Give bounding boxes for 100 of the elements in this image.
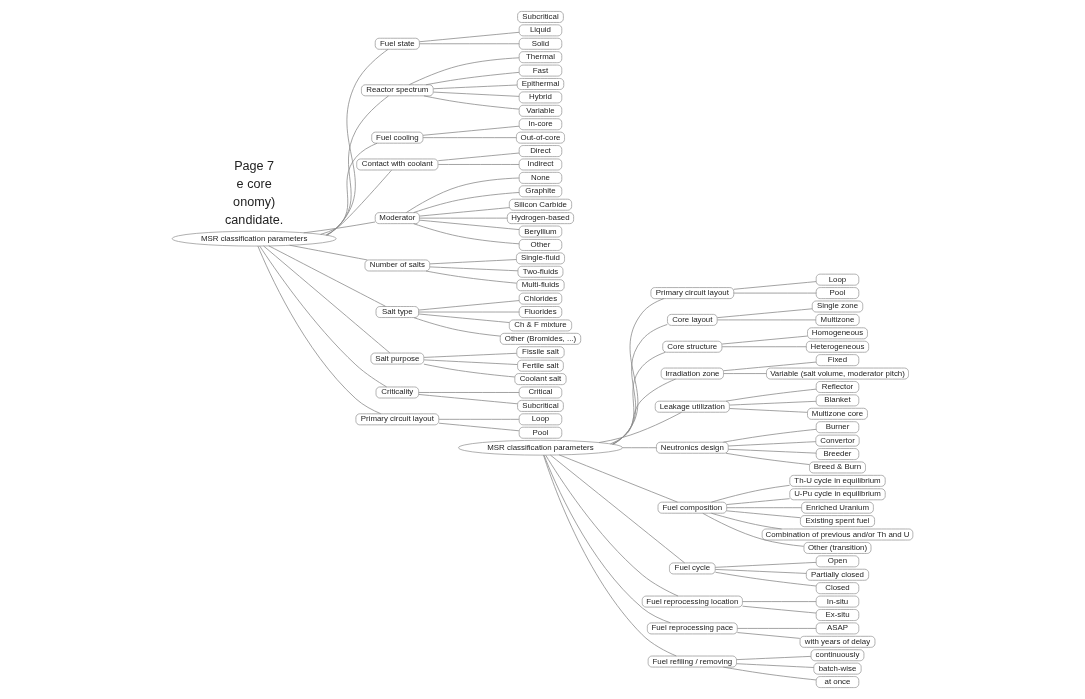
- node-box: Irradiation zone: [660, 367, 724, 380]
- node-box: Fixed: [815, 354, 860, 367]
- node-box: Fertile salt: [517, 359, 564, 372]
- node-box: Solid: [518, 37, 563, 50]
- node-box: Heterogeneous: [805, 340, 870, 353]
- connector: [437, 164, 520, 165]
- node-box: at once: [815, 676, 860, 688]
- connector: [413, 192, 520, 213]
- connector: [423, 363, 516, 378]
- connector: [721, 335, 808, 345]
- node-box: In-core: [518, 118, 563, 131]
- connector: [543, 454, 671, 624]
- connector: [418, 300, 520, 311]
- node-box: Multi-fluids: [516, 279, 565, 292]
- node-box: Open: [815, 555, 860, 568]
- connector: [722, 428, 817, 443]
- connector: [727, 441, 817, 447]
- node-box: Contact with coolant: [356, 158, 439, 171]
- connector: [418, 313, 510, 323]
- node-box: Single-fluid: [516, 252, 565, 265]
- connector: [413, 317, 501, 337]
- connector: [325, 142, 378, 236]
- node-box: Out-of-core: [516, 131, 565, 144]
- connector: [717, 308, 813, 319]
- node-box: Variable (salt volume, moderator pitch): [766, 367, 909, 380]
- node-box: Fuel state: [374, 37, 420, 50]
- connector: [437, 152, 520, 162]
- node-box: Moderator: [374, 212, 420, 225]
- connector: [419, 207, 510, 217]
- node-box: Fast: [518, 64, 563, 77]
- node-box: Partially closed: [805, 568, 870, 581]
- node-box: Graphite: [518, 185, 563, 198]
- connector: [545, 454, 679, 597]
- connector: [423, 95, 520, 110]
- node-box: Variable: [518, 104, 563, 117]
- node-ellipse: MSR classification parameters: [458, 439, 623, 456]
- connector: [742, 601, 817, 602]
- connector: [721, 346, 807, 348]
- node-box: Breeder: [815, 448, 860, 460]
- node-box: Fissile salt: [516, 346, 565, 359]
- connector: [611, 351, 666, 445]
- node-box: Fluorides: [518, 306, 563, 318]
- node-box: Other: [518, 239, 563, 251]
- node-box: Fuel composition: [657, 501, 728, 514]
- connector: [419, 31, 520, 43]
- node-box: Chlorides: [518, 292, 563, 305]
- connector: [714, 569, 807, 574]
- node-box: batch-wise: [813, 662, 862, 675]
- node-box: Homogeneous: [807, 327, 868, 340]
- node-box: Leakage utilization: [654, 400, 730, 413]
- node-box: Two-fluids: [517, 265, 564, 278]
- node-box: Loop: [518, 413, 563, 426]
- node-box: Neutronics design: [656, 441, 729, 454]
- node-box: Enriched Uranium: [801, 501, 874, 514]
- node-box: Fuel cooling: [371, 131, 424, 144]
- connector: [736, 655, 812, 661]
- node-box: Epithermal: [516, 78, 565, 90]
- node-box: Primary circuit layout: [650, 287, 735, 299]
- connector: [725, 452, 810, 465]
- connector: [733, 281, 817, 290]
- connector: [733, 292, 817, 294]
- node-box: with years of delay: [799, 635, 876, 648]
- node-box: Hybrid: [518, 91, 563, 104]
- connector: [413, 223, 520, 245]
- connector: [729, 408, 808, 413]
- node-box: Fuel reprocessing location: [641, 595, 743, 608]
- connector: [726, 510, 801, 519]
- node-box: ASAP: [815, 622, 860, 635]
- label: Page 7: [234, 158, 275, 173]
- connector: [326, 95, 389, 236]
- connector: [418, 394, 518, 405]
- connector: [418, 311, 520, 313]
- connector: [423, 359, 518, 365]
- connector: [433, 84, 518, 90]
- node-box: In-situ: [815, 595, 860, 608]
- connector: [736, 663, 815, 668]
- node-box: Combination of previous and/or Th and U: [761, 528, 914, 541]
- connector: [727, 448, 817, 454]
- node-box: Pool: [518, 426, 563, 439]
- connector: [622, 447, 657, 449]
- connector: [423, 352, 518, 358]
- connector: [723, 361, 817, 372]
- connector: [702, 512, 804, 547]
- node-box: Silicon Carbide: [508, 198, 573, 211]
- node-box: Beryllium: [518, 225, 563, 238]
- node-ellipse: MSR classification parameters: [171, 230, 337, 247]
- connector: [722, 666, 817, 681]
- node-box: Core layout: [667, 314, 718, 326]
- node-box: Fuel cycle: [669, 562, 716, 575]
- node-box: Other (Bromides, ...): [499, 332, 582, 345]
- connector: [742, 605, 817, 614]
- connector: [419, 43, 520, 45]
- node-box: Liquid: [518, 24, 563, 37]
- node-box: None: [518, 171, 563, 184]
- node-box: Salt type: [375, 306, 420, 318]
- node-box: Subcritical: [517, 11, 564, 23]
- label: onomy): [233, 195, 276, 210]
- node-box: Pool: [815, 287, 860, 299]
- connector: [303, 221, 376, 234]
- connector: [610, 378, 676, 445]
